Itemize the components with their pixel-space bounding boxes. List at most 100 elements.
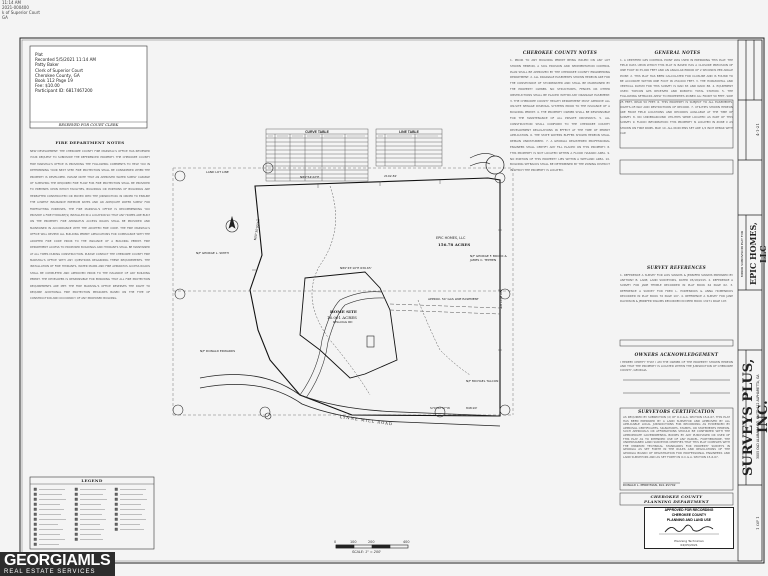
recording-label: Plat xyxy=(35,52,43,57)
surveyor-signer: DONALD L. PERRYMAN, RLS #2702 xyxy=(623,483,676,487)
recording-header-fragment: 11:14 AM 2021-000400 k of Superior Court… xyxy=(2,0,40,20)
reserved-box-label: RESERVED FOR COURT CLERK xyxy=(58,123,119,127)
land-lot-lines xyxy=(172,167,514,416)
recording-county: Cherokee County, GA xyxy=(35,72,80,78)
scale-bar xyxy=(335,544,409,549)
stamp-line3: PLANNING AND LAND USE xyxy=(666,517,712,522)
scale-tick-1: 100 xyxy=(350,540,357,544)
cherokee-notes-title: CHEROKEE COUNTY NOTES xyxy=(522,50,598,55)
survey-references-title: SURVEY REFERENCES xyxy=(647,265,706,270)
legend-text-lines xyxy=(39,489,147,545)
home-site-area: 16.001 ACRES xyxy=(327,315,357,320)
home-site-address: KELLOGG RD xyxy=(333,320,353,324)
general-notes-title: GENERAL NOTES xyxy=(654,50,701,55)
header-doc-number: 2021-000400 xyxy=(2,5,29,10)
survey-references-body: 1. REFERENCE A SURVEY FOR LOIS SWAIMS & … xyxy=(620,273,733,304)
cul-de-sac xyxy=(485,155,505,175)
cul-de-sac-road xyxy=(469,153,496,159)
road-edge-south xyxy=(199,384,501,427)
stamp-line1: APPROVED FOR RECORDING xyxy=(664,508,714,512)
owner-sw: N/F DONALD EDWARDS xyxy=(200,349,236,353)
recording-office: Clerk of Superior Court xyxy=(35,67,84,73)
title-company: SURVEYS PLUS, INC. xyxy=(741,358,768,476)
signature-lines xyxy=(623,379,730,484)
mls-watermark: GEORGIAMLS REAL ESTATE SERVICES xyxy=(0,552,116,576)
scale-tick-2: 200 xyxy=(368,540,375,544)
road-edge-north xyxy=(199,374,501,417)
access-drive-edge xyxy=(305,297,385,399)
house-footprint xyxy=(366,335,375,348)
header-time: 11:14 AM xyxy=(2,0,21,5)
fire-notes-body: NEW DEVELOPMENT: THE CHEROKEE COUNTY FIR… xyxy=(30,149,150,301)
planning-dept-subtitle: PLANNING DEPARTMENT xyxy=(644,499,709,504)
bearing-bottom-dist: 848.90' xyxy=(466,406,478,410)
parcel-acres-label: 156.78 ACRES xyxy=(438,242,471,247)
stamp-date: 04/05/2021 xyxy=(680,542,698,547)
header-state: GA xyxy=(2,15,8,20)
recording-participant: Participant ID: 6817467200 xyxy=(35,88,93,94)
gas-easement-line-2 xyxy=(389,309,501,315)
owner-nw: N/F GEORGE L. SMITH xyxy=(196,251,229,255)
bearing-bottom: S70°52'37"W xyxy=(430,406,451,410)
title-date: 4-1-21 xyxy=(755,123,760,137)
curve-table xyxy=(265,128,369,182)
watermark-brand: GEORGIAMLS xyxy=(4,552,111,569)
surveyors-cert-body: AS REQUIRED BY SUBSECTION (d) OF O.C.G.A… xyxy=(623,416,730,459)
home-site-title: HOME SITE xyxy=(330,309,357,314)
scale-label: SCALE: 1" = 200' xyxy=(352,550,382,554)
gas-easement-line xyxy=(389,303,501,309)
recording-clerk-name: Patty Baker xyxy=(35,62,60,68)
scale-tick-3: 400 xyxy=(403,540,410,544)
north-arrow xyxy=(225,215,239,233)
general-notes-body: 1. A CERTIFIED GPS CONTROL POINT WAS USE… xyxy=(620,58,733,135)
title-subtitle: MINOR SUBDIVISION PLAT FOR xyxy=(740,230,744,278)
scale-tick-0: 0 xyxy=(334,540,337,544)
dimension-marks xyxy=(252,180,502,351)
corner-markers xyxy=(172,162,511,420)
curve-table-title: CURVE TABLE xyxy=(305,129,329,134)
title-client: EPIC HOMES, LLC xyxy=(748,222,768,286)
owner-ne: N/F GEORGE F. BROCK & JAMES C. TEPHEN xyxy=(470,254,507,262)
title-sheet: 1 OF 1 xyxy=(755,516,760,530)
planning-dept-title: CHEROKEE COUNTY xyxy=(650,494,703,499)
epic-homes-label: EPIC HOMES, LLC xyxy=(436,236,466,240)
right-panel-boxes xyxy=(619,99,734,506)
stamp-line2: CHEROKEE COUNTY xyxy=(671,512,707,517)
legend-box xyxy=(29,476,155,550)
line-table xyxy=(375,128,443,167)
header-clerk: k of Superior Court xyxy=(2,10,40,15)
land-lot-line-label: LAND LOT LINE xyxy=(206,170,229,174)
bearing-mid: N89°45'10"E 636.65' xyxy=(340,266,372,270)
easement-label: APPROX. 50' GAS LINE EASEMENT xyxy=(428,297,479,301)
fire-notes-title: FIRE DEPARTMENT NOTES xyxy=(55,140,125,145)
owner-se: N/F MICHAEL TALCON xyxy=(466,379,499,383)
owners-ack-title: OWNERS ACKNOWLEDGEMENT xyxy=(634,352,719,357)
recording-box xyxy=(29,45,148,129)
recording-book: Book 112 Page 19 xyxy=(35,78,73,84)
stamp-role: Planning Technician xyxy=(674,539,704,544)
legend-title: LEGEND xyxy=(81,478,103,483)
stamp-signature-icon xyxy=(659,525,719,535)
bearing-top: N89°54'22"E xyxy=(300,175,320,179)
watermark-sub: REAL ESTATE SERVICES xyxy=(4,569,96,575)
sheet-border xyxy=(19,37,765,564)
access-drive xyxy=(299,291,383,396)
line-table-title: LINE TABLE xyxy=(399,129,419,134)
surveyors-cert-title: SURVEYORS CERTIFICATION xyxy=(638,409,715,414)
creek-line xyxy=(311,185,371,396)
legend-entries xyxy=(33,487,118,546)
title-address: 3005 OLD ALABAMA RD, SUITE 112 ALPHARETT… xyxy=(756,374,760,460)
approval-stamp: APPROVED FOR RECORDING CHEROKEE COUNTY P… xyxy=(644,507,734,549)
title-block-frame xyxy=(737,39,763,562)
cul-de-sac-road-edge xyxy=(469,162,491,167)
bearing-right: S01°02'19"E xyxy=(499,290,503,309)
bearing-top-dist: 2102.81' xyxy=(384,174,398,178)
owners-ack-body: I HEREBY CERTIFY THAT I AM THE OWNER OF … xyxy=(620,360,733,373)
cherokee-notes-body: 1. PRIOR TO ANY BUILDING PERMIT BEING IS… xyxy=(510,58,610,173)
recording-stamp: Plat Recorded 5/5/2021 11:14 AM Patty Ba… xyxy=(35,52,140,94)
creek-line-2 xyxy=(417,299,471,376)
home-site-lot xyxy=(299,271,398,379)
recording-fee: Fee: $10.00 xyxy=(35,83,60,89)
